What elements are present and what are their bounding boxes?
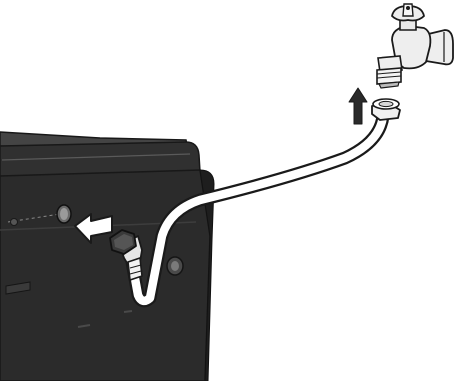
side-inlet-port: [167, 257, 183, 275]
machine-detail-slot: [124, 311, 132, 312]
water-inlet-port: [57, 205, 71, 223]
washing-machine: [0, 132, 214, 381]
faucet-nozzle: [377, 68, 401, 88]
screw-hole: [11, 219, 18, 226]
machine-back-face: [0, 170, 210, 381]
hose-coupling: [372, 99, 400, 120]
